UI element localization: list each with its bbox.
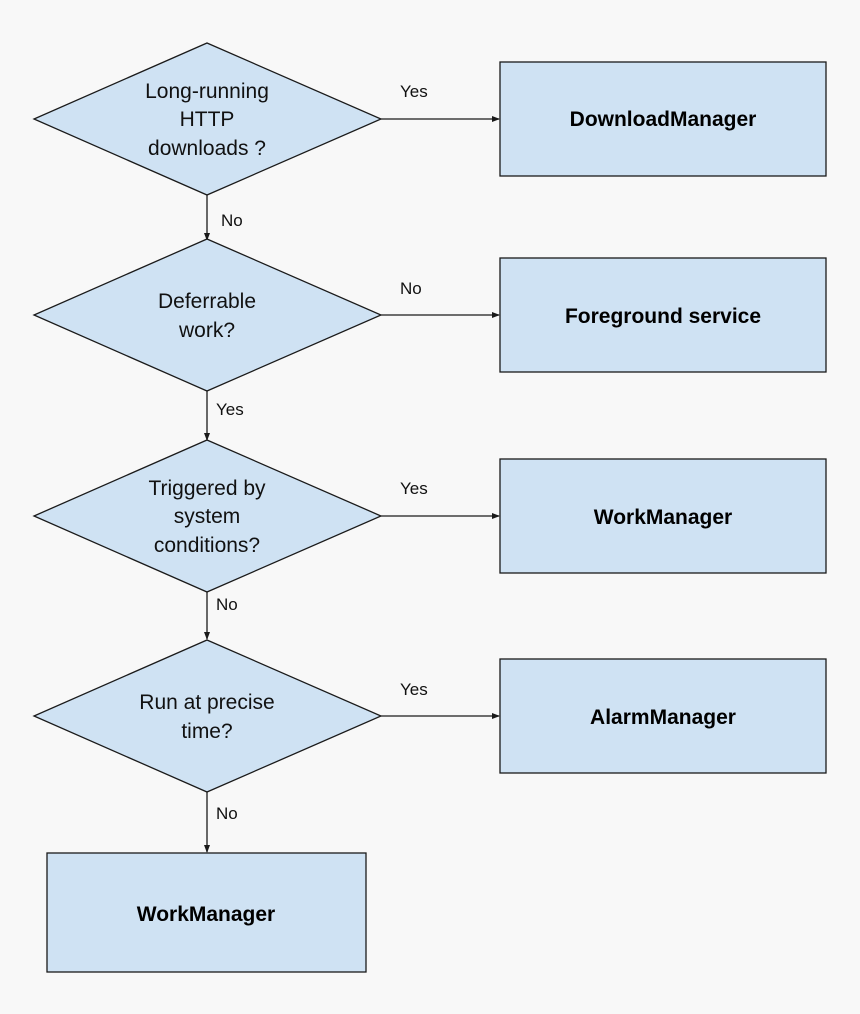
decision-diamond [32, 439, 383, 593]
decision-text-line: Deferrable [158, 290, 256, 313]
decision-text-line: Run at precise [139, 691, 274, 714]
decision-text-line: Triggered by [148, 477, 266, 500]
edge-label-http-no: No [221, 211, 243, 230]
decision-text-line: Long-running [145, 80, 269, 103]
outcome-label: DownloadManager [570, 108, 757, 131]
decision-text-line: system [174, 505, 241, 528]
outcome-box [46, 852, 367, 973]
outcome-label: WorkManager [594, 506, 732, 529]
outcome-work-manager-conditions: WorkManager [499, 458, 827, 574]
edge-label-precise-no: No [216, 804, 238, 823]
decision-text-line: conditions? [154, 534, 260, 557]
decision-text-line: HTTP [180, 108, 235, 131]
outcome-box [499, 658, 827, 774]
decision-diamond [32, 639, 383, 793]
edge-label-conditions-no: No [216, 595, 238, 614]
edge-labels: Yes No No Yes Yes No Yes No [216, 82, 428, 823]
decision-text-line: downloads ? [148, 137, 266, 160]
decision-http-downloads: Long-running HTTP downloads ? [32, 42, 383, 196]
decision-diamond [32, 238, 383, 392]
connectors [204, 116, 500, 853]
edge-label-deferrable-no: No [400, 279, 422, 298]
decision-text-line: time? [181, 720, 232, 743]
outcome-box [499, 257, 827, 373]
outcome-download-manager: DownloadManager [499, 61, 827, 177]
decision-diamond [32, 42, 383, 196]
decision-precise-time: Run at precise time? [32, 639, 383, 793]
outcome-label: Foreground service [565, 305, 761, 328]
outcome-foreground-service: Foreground service [499, 257, 827, 373]
outcome-label: AlarmManager [590, 706, 736, 729]
edge-label-http-yes: Yes [400, 82, 428, 101]
decision-system-conditions: Triggered by system conditions? [32, 439, 383, 593]
outcome-label: WorkManager [137, 903, 275, 926]
outcome-box [499, 61, 827, 177]
outcome-alarm-manager: AlarmManager [499, 658, 827, 774]
decision-deferrable: Deferrable work? [32, 238, 383, 392]
outcome-work-manager-default: WorkManager [46, 852, 367, 973]
edge-label-conditions-yes: Yes [400, 479, 428, 498]
decision-text-line: work? [178, 319, 235, 342]
outcome-box [499, 458, 827, 574]
edge-label-precise-yes: Yes [400, 680, 428, 699]
edge-label-deferrable-yes: Yes [216, 400, 244, 419]
